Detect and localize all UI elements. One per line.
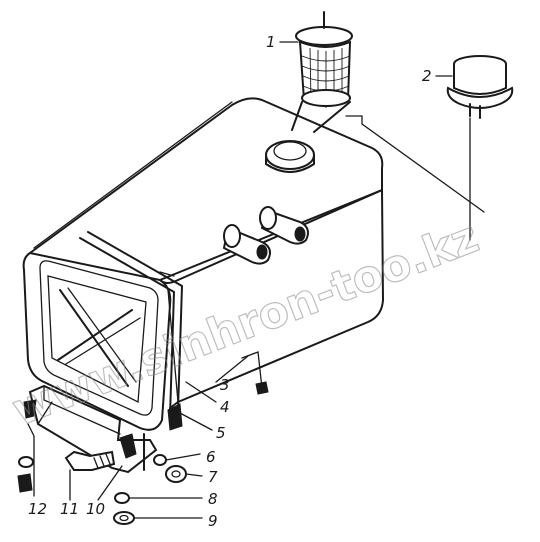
leader-5 bbox=[177, 411, 213, 431]
nut-7 bbox=[165, 465, 187, 483]
tank-end-face bbox=[22, 252, 172, 431]
callout-9: 9 bbox=[208, 512, 218, 530]
fuel-fitting-lower bbox=[222, 224, 271, 265]
filler-neck-wall bbox=[265, 154, 315, 173]
tank-end-x-rib bbox=[57, 289, 133, 387]
leader-7 bbox=[185, 473, 203, 477]
washer-8 bbox=[114, 492, 130, 504]
filter-strainer bbox=[291, 11, 353, 133]
tank-end-inner-frame bbox=[39, 260, 159, 416]
leader-lines bbox=[27, 41, 453, 519]
leader-12 bbox=[27, 423, 35, 497]
callout-11: 11 bbox=[60, 500, 79, 518]
tank-side-face bbox=[159, 189, 384, 409]
strap-clamp bbox=[167, 403, 183, 431]
bolt-12 bbox=[17, 473, 33, 493]
callout-5: 5 bbox=[216, 424, 226, 442]
callout-1: 1 bbox=[266, 33, 276, 51]
filler-neck-inner bbox=[273, 141, 307, 161]
assembly-line-cap bbox=[345, 115, 485, 241]
washer-6 bbox=[153, 454, 167, 466]
filler-cap bbox=[446, 55, 514, 119]
tank-end-inner-frame-2 bbox=[47, 275, 147, 404]
callout-4: 4 bbox=[220, 398, 230, 416]
mounting-bracket bbox=[23, 384, 158, 474]
callout-12: 12 bbox=[28, 500, 47, 518]
callout-8: 8 bbox=[208, 490, 218, 508]
leader-4 bbox=[185, 381, 217, 403]
filler-neck bbox=[265, 140, 315, 170]
tank-end-x-rib-shadow bbox=[65, 287, 141, 383]
callout-10: 10 bbox=[86, 500, 105, 518]
callout-7: 7 bbox=[208, 468, 218, 486]
leader-3 bbox=[215, 355, 249, 383]
bolt-3 bbox=[255, 381, 269, 395]
callout-3: 3 bbox=[220, 376, 230, 394]
leader-6 bbox=[165, 453, 201, 461]
tank-strap bbox=[79, 231, 183, 417]
bolt-11 bbox=[64, 450, 116, 471]
washer-9 bbox=[113, 511, 135, 525]
callout-6: 6 bbox=[206, 448, 216, 466]
fuel-tank bbox=[22, 97, 384, 431]
washer-12 bbox=[18, 456, 34, 468]
callout-2: 2 bbox=[422, 67, 432, 85]
leader-10 bbox=[97, 465, 123, 501]
fuel-fitting-upper bbox=[259, 206, 309, 245]
tank-top-face bbox=[29, 97, 384, 284]
